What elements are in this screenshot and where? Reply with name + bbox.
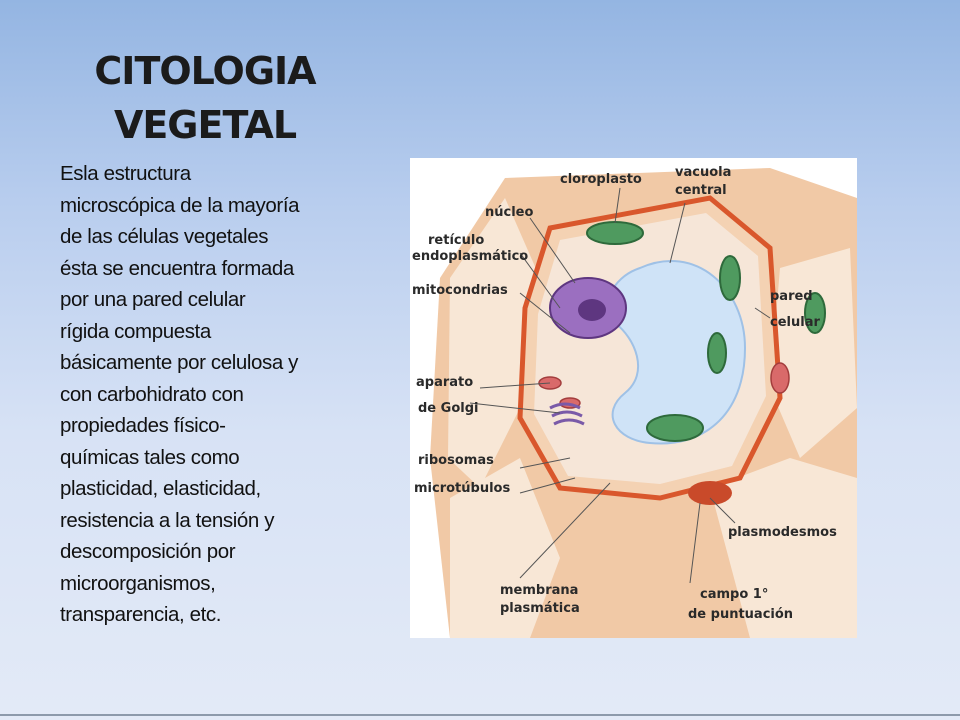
label-vacuola-2: central xyxy=(675,183,727,198)
label-cloroplasto: cloroplasto xyxy=(560,172,642,187)
label-campo-1: campo 1° xyxy=(700,587,768,602)
description-line: básicamente por celulosa y xyxy=(60,351,299,374)
description-line: microorganismos, xyxy=(60,571,216,595)
label-membrana-2: plasmática xyxy=(500,601,580,616)
title-line-2: VEGETAL xyxy=(113,103,297,147)
description-text: Esla estructura microscópica de la mayorí… xyxy=(60,158,372,631)
label-golgi-1: aparato xyxy=(416,375,473,390)
label-reticulo-2: endoplasmático xyxy=(412,249,528,264)
description-line: transparencia, etc. xyxy=(60,603,222,626)
label-reticulo-1: retículo xyxy=(428,233,484,248)
description-line: por una pared celular xyxy=(60,288,246,311)
label-microtubulos: microtúbulos xyxy=(414,481,510,496)
plasmodesma xyxy=(688,481,732,505)
label-membrana-1: membrana xyxy=(500,583,578,598)
label-ribosomas: ribosomas xyxy=(418,453,494,468)
description-line: ésta se encuentra formada xyxy=(60,256,294,280)
description-line: plasticidad, elasticidad, xyxy=(60,477,261,500)
label-mitocondrias: mitocondrias xyxy=(412,283,508,298)
plant-cell-illustration: cloroplasto vacuola central núcleo retíc… xyxy=(410,158,857,638)
label-pared-1: pared xyxy=(770,289,813,304)
description-line: con carbohidrato con xyxy=(60,382,244,406)
label-plasmodesmos: plasmodesmos xyxy=(728,525,837,540)
label-golgi-2: de Golgi xyxy=(418,401,478,416)
description-line: rígida compuesta xyxy=(60,319,211,343)
title-line-1: CITOLOGIA xyxy=(94,49,316,93)
label-nucleo: núcleo xyxy=(485,205,533,220)
golgi-apparatus xyxy=(549,402,585,426)
label-pared-2: celular xyxy=(770,315,820,330)
description-line: descomposición por xyxy=(60,540,236,563)
description-line: químicas tales como xyxy=(60,445,240,469)
description-line: propiedades físico- xyxy=(60,414,226,437)
footer-rule xyxy=(0,714,960,716)
description-line: resistencia a la tensión y xyxy=(60,508,275,532)
description-line: microscópica de la mayoría xyxy=(60,193,300,217)
label-vacuola-1: vacuola xyxy=(675,165,731,180)
slide-title: CITOLOGIA VEGETAL xyxy=(60,44,350,152)
description-line: Esla estructura xyxy=(60,162,191,185)
label-campo-2: de puntuación xyxy=(688,607,793,622)
chloroplast xyxy=(586,221,644,245)
plant-cell-diagram: cloroplasto vacuola central núcleo retíc… xyxy=(410,158,857,638)
description-line: de las células vegetales xyxy=(60,225,269,248)
